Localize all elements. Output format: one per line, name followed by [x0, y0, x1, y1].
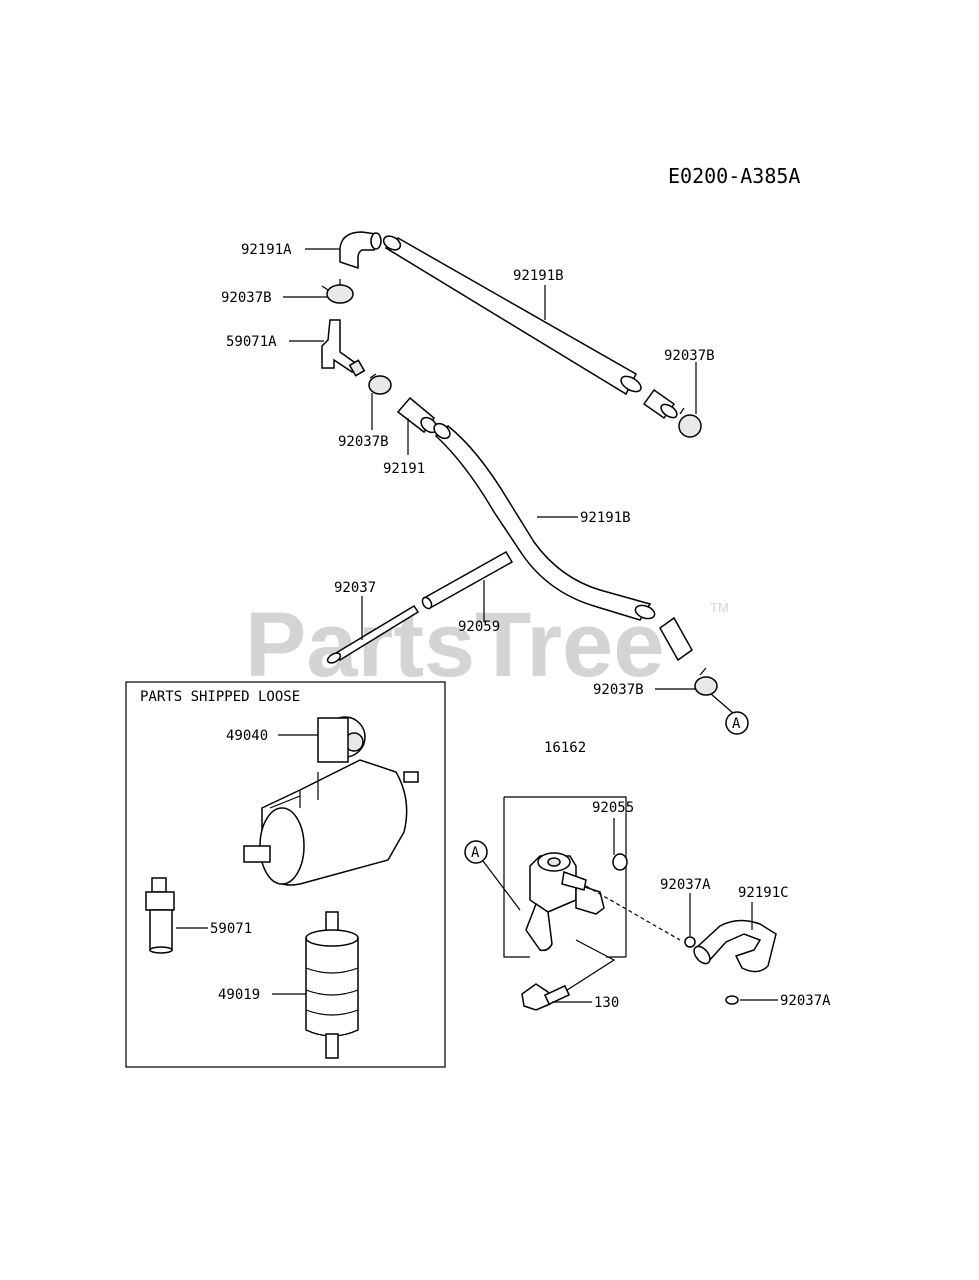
part-92037A-clip[interactable]	[684, 936, 696, 948]
part-16162-regulator[interactable]	[525, 852, 605, 952]
label-16162: 16162	[544, 740, 586, 756]
label-59071A: 59071A	[226, 334, 277, 350]
part-hose-joint[interactable]	[642, 388, 679, 420]
label-92191B: 92191B	[513, 268, 564, 284]
part-92059-tube[interactable]	[421, 550, 514, 610]
ref-marker-A[interactable]: A	[464, 840, 521, 911]
parts-shipped-loose-box	[125, 681, 446, 1068]
label-92037B: 92037B	[593, 682, 644, 698]
part-92191B-long-hose[interactable]	[381, 233, 643, 396]
label-92037: 92037	[334, 580, 376, 596]
part-92191C-bent-hose[interactable]	[691, 919, 777, 973]
label-49040: 49040	[226, 728, 268, 744]
part-49040-fuel-pump[interactable]	[243, 716, 419, 886]
label-92191C: 92191C	[738, 885, 789, 901]
label-92191B: 92191B	[580, 510, 631, 526]
part-hose-joint[interactable]	[659, 616, 693, 662]
part-92037B-clamp[interactable]	[321, 279, 354, 304]
label-49019: 49019	[218, 987, 260, 1003]
watermark: PartsTree	[245, 594, 664, 696]
part-92191A-elbow-hose[interactable]	[339, 231, 382, 270]
label-92037A: 92037A	[780, 993, 831, 1009]
diagram-code: E0200-A385A	[668, 164, 800, 188]
label-92037A: 92037A	[660, 877, 711, 893]
part-59071-connector[interactable]	[145, 877, 175, 954]
label-92059: 92059	[458, 619, 500, 635]
ref-marker-A[interactable]: A	[710, 693, 749, 735]
part-49019-fuel-filter[interactable]	[305, 911, 359, 1059]
part-92191B-curved-hose[interactable]	[431, 421, 656, 621]
label-92191: 92191	[383, 461, 425, 477]
label-59071: 59071	[210, 921, 252, 937]
part-92037-clamp-rod[interactable]	[326, 604, 420, 665]
part-92191-short-hose[interactable]	[396, 396, 440, 435]
svg-text:A: A	[471, 845, 480, 861]
part-92037B-clamp[interactable]	[368, 373, 392, 395]
label-130: 130	[594, 995, 619, 1011]
part-92037B-clamp[interactable]	[694, 667, 718, 696]
part-59071A-tee-joint[interactable]	[321, 319, 366, 377]
part-92037A-clip[interactable]	[725, 995, 739, 1005]
connection-line	[563, 939, 616, 993]
part-130-bolt[interactable]	[521, 983, 571, 1011]
connection-line	[585, 885, 681, 941]
box-title: PARTS SHIPPED LOOSE	[140, 689, 300, 705]
watermark-tm: TM	[710, 600, 729, 615]
label-92037B: 92037B	[338, 434, 389, 450]
svg-text:A: A	[732, 716, 741, 732]
label-92055: 92055	[592, 800, 634, 816]
label-92037B: 92037B	[221, 290, 272, 306]
label-92037B: 92037B	[664, 348, 715, 364]
part-92055-o-ring[interactable]	[612, 853, 628, 871]
part-92037B-clamp[interactable]	[678, 407, 702, 438]
label-92191A: 92191A	[241, 242, 292, 258]
